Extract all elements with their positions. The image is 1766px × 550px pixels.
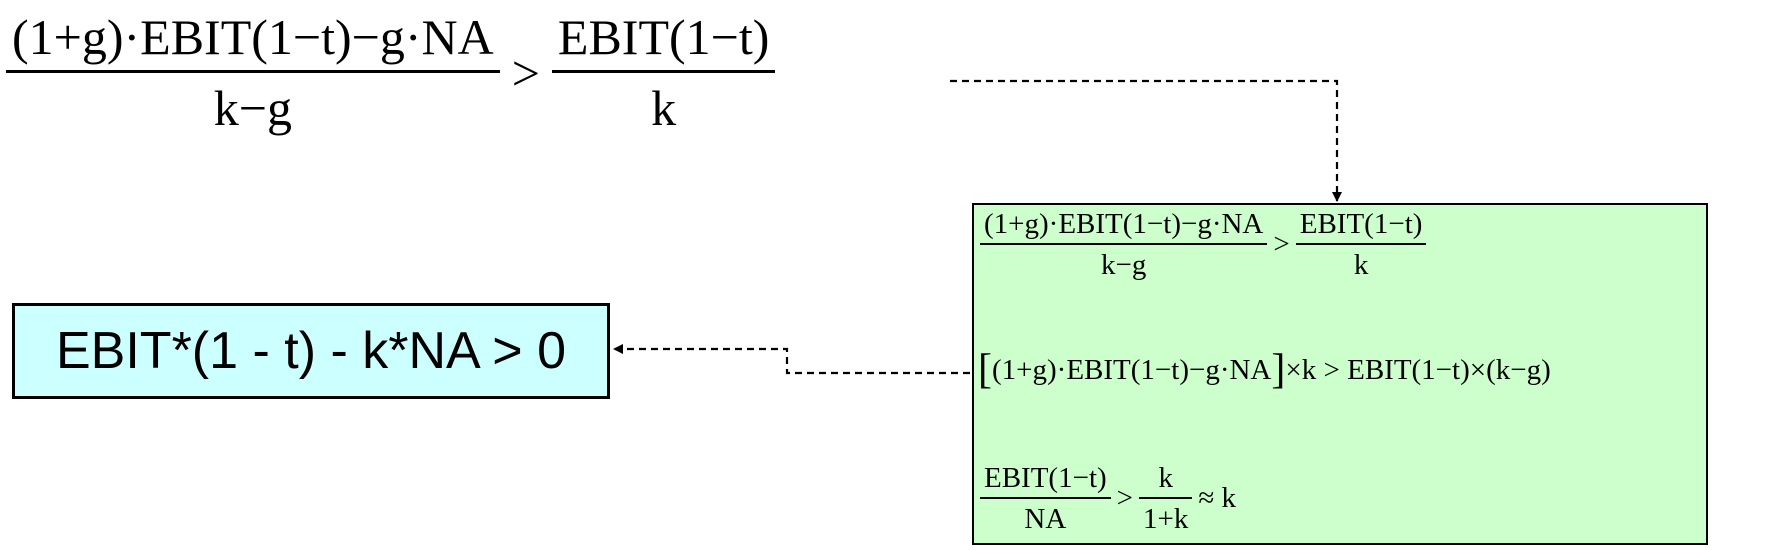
main-lhs-denominator: k−g: [213, 80, 292, 136]
result-box: EBIT*(1 - t) - k*NA > 0: [12, 303, 610, 399]
step1-lhs-fraction: (1+g)·EBIT(1−t)−g·NA k−g: [980, 207, 1268, 282]
derivation-step-3: EBIT(1−t) NA > k 1+k ≈ k: [980, 461, 1242, 536]
step2-close-bracket: ]: [1271, 347, 1286, 393]
step1-rhs-fraction: EBIT(1−t) k: [1295, 207, 1427, 282]
connector-box-to-result: [613, 344, 970, 375]
derivation-box: (1+g)·EBIT(1−t)−g·NA k−g > EBIT(1−t) k […: [972, 203, 1708, 545]
step3-rhs-fraction: k 1+k: [1139, 461, 1193, 536]
main-lhs-fraction: (1+g)·EBIT(1−t)−g·NA k−g: [6, 8, 500, 137]
step3-rhs-denominator: 1+k: [1143, 503, 1189, 535]
main-lhs-numerator: (1+g)·EBIT(1−t)−g·NA: [12, 9, 494, 65]
step3-approx: ≈ k: [1198, 482, 1237, 514]
step1-lhs-denominator: k−g: [1101, 249, 1147, 281]
main-equation: (1+g)·EBIT(1−t)−g·NA k−g > EBIT(1−t) k: [6, 8, 776, 137]
main-lhs-fraction-bar: [6, 70, 500, 73]
step1-lhs-fraction-bar: [980, 243, 1268, 245]
main-rhs-numerator: EBIT(1−t): [557, 9, 770, 65]
main-rhs-fraction: EBIT(1−t) k: [551, 8, 776, 137]
derivation-step-2: [ (1+g)·EBIT(1−t)−g·NA ] ×k > EBIT(1−t)×…: [978, 347, 1551, 393]
result-text: EBIT*(1 - t) - k*NA > 0: [55, 322, 567, 380]
step1-lhs-numerator: (1+g)·EBIT(1−t)−g·NA: [984, 208, 1264, 240]
connector-main-to-box: [950, 79, 1342, 202]
derivation-step-1: (1+g)·EBIT(1−t)−g·NA k−g > EBIT(1−t) k: [980, 207, 1427, 282]
step1-relation: >: [1273, 228, 1290, 260]
main-rhs-denominator: k: [651, 80, 677, 136]
main-relation: >: [511, 44, 540, 101]
step3-lhs-fraction-bar: [980, 497, 1111, 499]
step1-rhs-numerator: EBIT(1−t): [1299, 208, 1423, 240]
step1-rhs-fraction-bar: [1295, 243, 1427, 245]
step2-rest: ×k > EBIT(1−t)×(k−g): [1285, 353, 1551, 386]
step3-lhs-denominator: NA: [1024, 503, 1067, 535]
step3-lhs-fraction: EBIT(1−t) NA: [980, 461, 1111, 536]
step2-bracket-content: (1+g)·EBIT(1−t)−g·NA: [992, 353, 1272, 386]
step3-lhs-numerator: EBIT(1−t): [984, 462, 1107, 494]
step2-open-bracket: [: [978, 347, 992, 393]
main-rhs-fraction-bar: [551, 70, 776, 73]
step1-rhs-denominator: k: [1353, 249, 1369, 281]
step3-rhs-fraction-bar: [1139, 497, 1193, 499]
step3-rhs-numerator: k: [1158, 462, 1173, 494]
step3-relation: >: [1116, 482, 1134, 514]
